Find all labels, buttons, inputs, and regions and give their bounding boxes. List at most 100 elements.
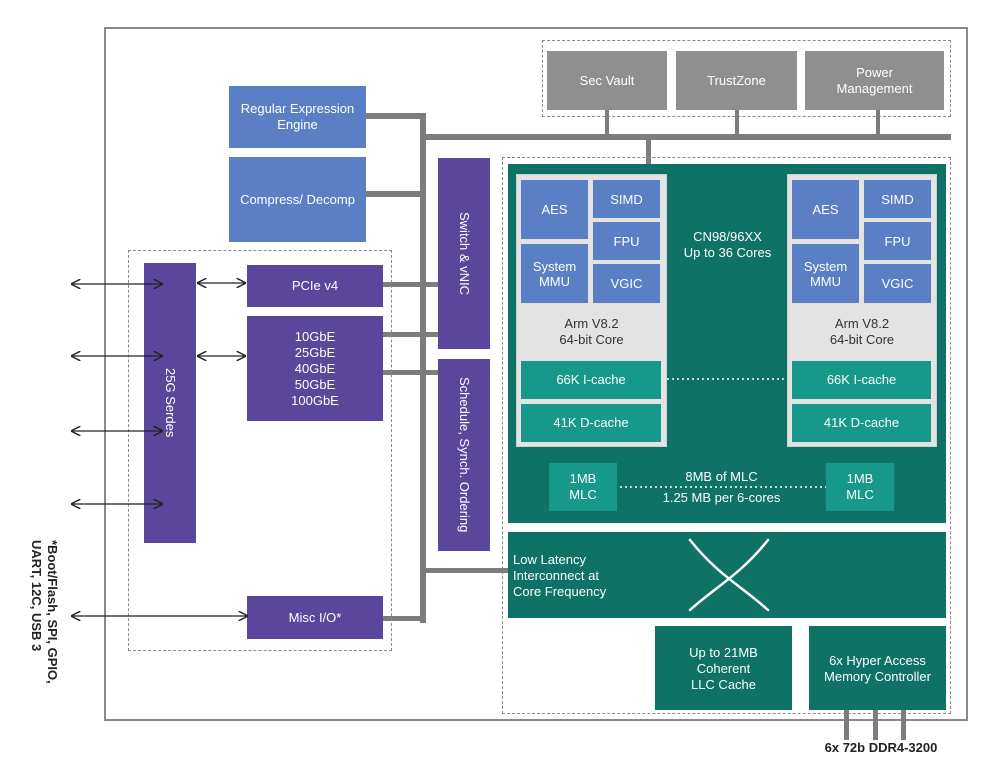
main-horizontal-bus xyxy=(420,134,951,140)
trustzone-block: TrustZone xyxy=(676,51,797,110)
core-1-mmu: System MMU xyxy=(521,244,588,303)
misc-io-label: Misc I/O* xyxy=(288,609,342,625)
cluster-drop xyxy=(646,138,651,165)
ddr-pin-3 xyxy=(901,710,906,740)
pcie-block: PCIe v4 xyxy=(247,265,383,307)
llc-block xyxy=(655,626,792,710)
pcie-label: PCIe v4 xyxy=(291,278,339,293)
mlc-left-label: 1MB MLC xyxy=(569,471,597,502)
pcie-bus xyxy=(383,282,439,287)
interconnect-label: Low Latency Interconnect at Core Frequen… xyxy=(513,552,683,600)
memory-controller-label-line2: Memory Controller xyxy=(824,669,931,684)
sec-vault-block: Sec Vault xyxy=(547,51,667,110)
interconnect-bus xyxy=(420,568,508,573)
core-1-vgic: VGIC xyxy=(593,264,660,303)
mlc-info-line2: 1.25 MB per 6-cores xyxy=(662,490,781,505)
ethernet-25g-label: 25GbE xyxy=(294,344,336,360)
core-1-icache: 66K I-cache xyxy=(521,361,661,399)
core-2-type: Arm V8.2 64-bit Core xyxy=(787,316,937,348)
mlc-info: 8MB of MLC 1.25 MB per 6-cores xyxy=(620,466,823,508)
trustzone-label: TrustZone xyxy=(707,72,766,88)
core-1-aes: AES xyxy=(521,180,588,239)
main-vertical-bus xyxy=(420,113,426,623)
cluster-title-line1: CN98/96XX xyxy=(693,229,762,244)
core-1-fpu-label: FPU xyxy=(613,233,640,249)
ethernet-10g-label: 10GbE xyxy=(294,328,336,344)
memory-controller-label-line1: 6x Hyper Access xyxy=(829,653,926,668)
core-1-type-line1: Arm V8.2 xyxy=(564,316,619,331)
compress-bus xyxy=(366,191,420,197)
trustzone-drop xyxy=(735,110,739,136)
core-1-type: Arm V8.2 64-bit Core xyxy=(516,316,667,348)
core-1-dcache-label: 41K D-cache xyxy=(553,415,629,430)
memory-controller-block xyxy=(809,626,946,710)
core-1-vgic-label: VGIC xyxy=(610,276,643,291)
core-1-fpu: FPU xyxy=(593,222,660,260)
core-2-type-line1: Arm V8.2 xyxy=(834,316,890,331)
regex-engine-label: Regular Expression Engine xyxy=(240,101,355,132)
serdes-block: 25G Serdes xyxy=(144,263,196,543)
compress-label: Compress/ Decomp xyxy=(240,191,355,207)
core-2-aes-label: AES xyxy=(812,202,839,217)
secvault-drop xyxy=(605,110,609,136)
mlc-right: 1MB MLC xyxy=(826,463,894,511)
io-note-line1: *Boot/Flash, SPI, GPIO, xyxy=(45,540,60,684)
io-group xyxy=(128,250,392,651)
regex-bus xyxy=(366,113,426,119)
ethernet-bus-2 xyxy=(383,370,439,375)
core-2-fpu: FPU xyxy=(864,222,931,260)
llc-label: Up to 21MB Coherent LLC Cache xyxy=(655,645,792,693)
cluster-title: CN98/96XX Up to 36 Cores xyxy=(670,229,785,261)
compress-block: Compress/ Decomp xyxy=(229,157,366,242)
ddr-label: 6x 72b DDR4-3200 xyxy=(824,740,938,755)
sec-vault-label: Sec Vault xyxy=(579,72,635,88)
core-2-icache-label: 66K I-cache xyxy=(826,372,897,387)
ethernet-bus-1 xyxy=(383,332,439,337)
misc-bus xyxy=(383,616,426,621)
switch-vnic-block: Switch & vNIC xyxy=(438,158,490,349)
core-1-simd: SIMD xyxy=(593,180,660,218)
interconnect-label-line2: Interconnect at xyxy=(513,568,599,583)
core-2-vgic-label: VGIC xyxy=(881,276,914,291)
cluster-title-line2: Up to 36 Cores xyxy=(683,245,772,260)
core-1-type-line2: 64-bit Core xyxy=(559,332,624,347)
llc-label-line2: Coherent xyxy=(696,661,751,676)
memory-controller-label: 6x Hyper Access Memory Controller xyxy=(809,653,946,685)
ddr-pin-1 xyxy=(844,710,849,740)
crossbar-x-icon xyxy=(688,538,770,612)
misc-io-block: Misc I/O* xyxy=(247,596,383,639)
mlc-left: 1MB MLC xyxy=(549,463,617,511)
core-2-type-line2: 64-bit Core xyxy=(829,332,895,347)
mlc-right-label: 1MB MLC xyxy=(846,471,874,502)
core-2-dcache: 41K D-cache xyxy=(792,404,931,442)
core-1-mmu-label: System MMU xyxy=(532,258,577,289)
core-1-icache-label: 66K I-cache xyxy=(556,372,626,387)
ethernet-40g-label: 40GbE xyxy=(294,360,336,376)
io-note: *Boot/Flash, SPI, GPIO, UART, 12C, USB 3 xyxy=(28,540,68,720)
power-management-label: Power Management xyxy=(836,64,913,96)
core-2-mmu-label: System MMU xyxy=(803,258,848,289)
core-cluster-dashed xyxy=(502,157,951,714)
ethernet-block: 10GbE 25GbE 40GbE 50GbE 100GbE xyxy=(247,316,383,421)
interconnect-block xyxy=(508,532,946,618)
core-2-mmu: System MMU xyxy=(792,244,859,303)
core-1-aes-label: AES xyxy=(541,202,568,217)
ethernet-100g-label: 100GbE xyxy=(291,392,339,408)
schedule-label: Schedule, Synch. Ordering xyxy=(457,377,472,533)
power-management-block: Power Management xyxy=(805,51,944,110)
ddr-pin-2 xyxy=(873,710,878,740)
core-2-fpu-label: FPU xyxy=(884,233,911,249)
regex-engine-block: Regular Expression Engine xyxy=(229,86,366,148)
power-drop xyxy=(876,110,880,136)
llc-label-line1: Up to 21MB xyxy=(689,645,758,660)
core-2-simd-label: SIMD xyxy=(881,191,914,207)
core-2-vgic: VGIC xyxy=(864,264,931,303)
llc-label-line3: LLC Cache xyxy=(690,677,757,692)
core-2-aes: AES xyxy=(792,180,859,239)
schedule-block: Schedule, Synch. Ordering xyxy=(438,359,490,551)
core-2-simd: SIMD xyxy=(864,180,931,218)
serdes-label: 25G Serdes xyxy=(163,368,178,438)
switch-vnic-label: Switch & vNIC xyxy=(457,211,472,296)
core-2-dcache-label: 41K D-cache xyxy=(823,415,900,430)
